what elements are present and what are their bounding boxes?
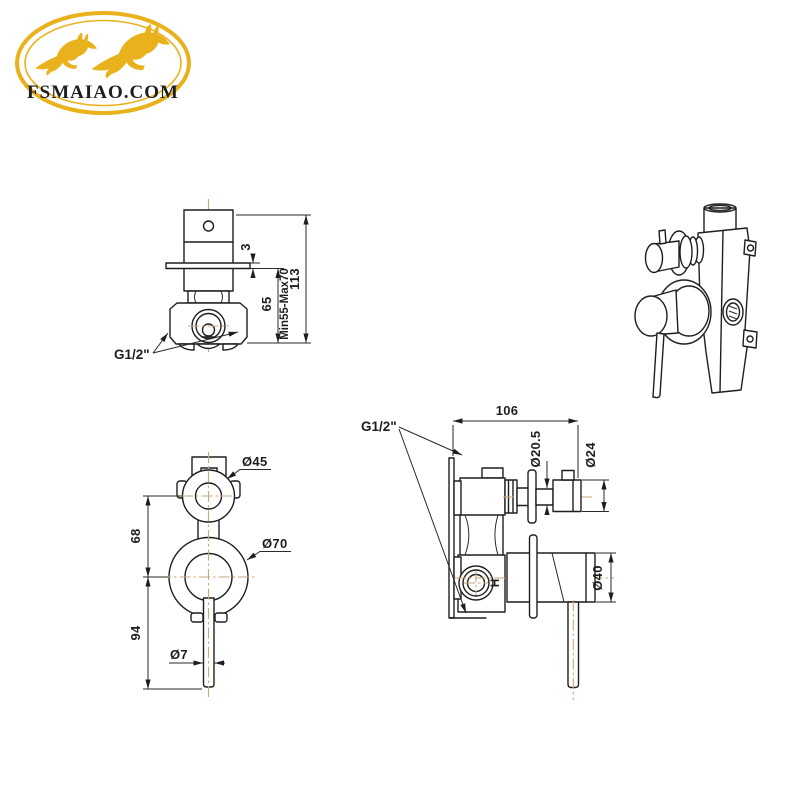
dim-width-label: 106: [496, 403, 519, 418]
dim-depth-min-label: 65: [259, 296, 274, 311]
mounting-plate: [165, 262, 251, 270]
section-view: H 106 Ø20.5 Ø24 Ø40: [361, 403, 616, 700]
logo-oval-outer: [15, 11, 191, 115]
dia-handle-label: Ø40: [590, 565, 605, 590]
iso-handle: [634, 295, 668, 337]
iso-lever: [652, 332, 665, 399]
dim-plate-thickness-label: 3: [238, 243, 253, 251]
wall-plate: [448, 457, 455, 619]
logo: FSMAIAO.COM: [15, 11, 191, 115]
dim-lever-length-label: 94: [128, 625, 143, 641]
inlet-port: [458, 565, 494, 601]
dim-depth-range-label: Min55-Max70: [279, 268, 291, 340]
dia-trim-small-label: Ø45: [242, 454, 267, 469]
iso-view: [634, 203, 758, 399]
dim-center-distance-label: 68: [128, 528, 143, 543]
logo-text: FSMAIAO.COM: [27, 82, 179, 103]
front-view: 68 94 Ø45 Ø70 Ø7: [128, 452, 291, 700]
section-body-top-cap: [481, 467, 504, 479]
dia-lever-label: Ø7: [170, 647, 188, 662]
handle-escutcheon: [528, 534, 538, 619]
knob-flange: [527, 469, 537, 524]
hot-marking: H: [490, 579, 502, 587]
iso-knob: [644, 242, 664, 274]
diverter-knob: [552, 479, 582, 513]
mixer-handle: [506, 552, 596, 603]
dia-knob-label: Ø24: [583, 442, 598, 468]
side-view: 3 65 Min55-Max70 113 G1/2": [114, 199, 311, 362]
kangaroo-large-icon: [91, 24, 170, 79]
dia-shaft-label: Ø20.5: [528, 431, 543, 468]
dim-height-label: 113: [287, 268, 302, 290]
side-thread-label: G1/2": [114, 347, 150, 362]
section-body-upper: [459, 477, 506, 516]
cartridge-hole: [202, 220, 215, 232]
section-thread-label: G1/2": [361, 419, 397, 434]
logo-oval-inner: [24, 19, 182, 107]
dia-trim-large-label: Ø70: [262, 536, 287, 551]
kangaroo-small-icon: [35, 32, 97, 76]
